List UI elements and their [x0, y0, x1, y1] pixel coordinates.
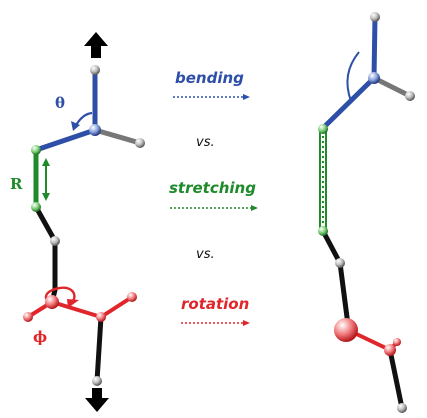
atom [393, 338, 401, 346]
atom [31, 202, 41, 212]
r-symbol: R [10, 175, 23, 193]
atom [370, 12, 380, 22]
atom [318, 124, 328, 134]
atom [135, 138, 145, 148]
atom [90, 65, 100, 75]
center-labels: bending vs. stretching vs. rotation [169, 69, 258, 326]
stretching-dotted-arrow-icon [170, 205, 258, 211]
atom [335, 258, 345, 268]
atom [334, 318, 358, 342]
atom [50, 236, 60, 246]
bend-angle-arc-icon [346, 51, 360, 102]
rotation-dotted-arrow-icon [181, 320, 250, 326]
bending-dotted-arrow-icon [173, 94, 250, 100]
atom [397, 403, 407, 413]
atom [96, 312, 106, 322]
atom [31, 145, 41, 155]
atom [318, 226, 328, 236]
label-bending: bending [175, 69, 244, 87]
label-vs-1: vs. [196, 135, 215, 150]
atom [23, 312, 33, 322]
left-molecule: θ R ϕ [10, 32, 145, 412]
top-arrow-icon [84, 32, 108, 58]
atom [405, 91, 415, 101]
label-rotation: rotation [181, 295, 249, 313]
label-stretching: stretching [169, 179, 256, 197]
atom [368, 72, 380, 84]
label-vs-2: vs. [196, 247, 215, 262]
atom [384, 344, 396, 356]
atom [127, 292, 137, 302]
phi-symbol: ϕ [33, 328, 47, 346]
bottom-arrow-icon [85, 388, 109, 412]
atom [92, 376, 102, 386]
theta-symbol: θ [55, 94, 65, 112]
stretch-double-arrow-icon [42, 158, 50, 201]
right-molecule [318, 12, 415, 413]
atom [45, 295, 59, 309]
atom [89, 124, 101, 136]
stretched-bond [319, 129, 327, 231]
